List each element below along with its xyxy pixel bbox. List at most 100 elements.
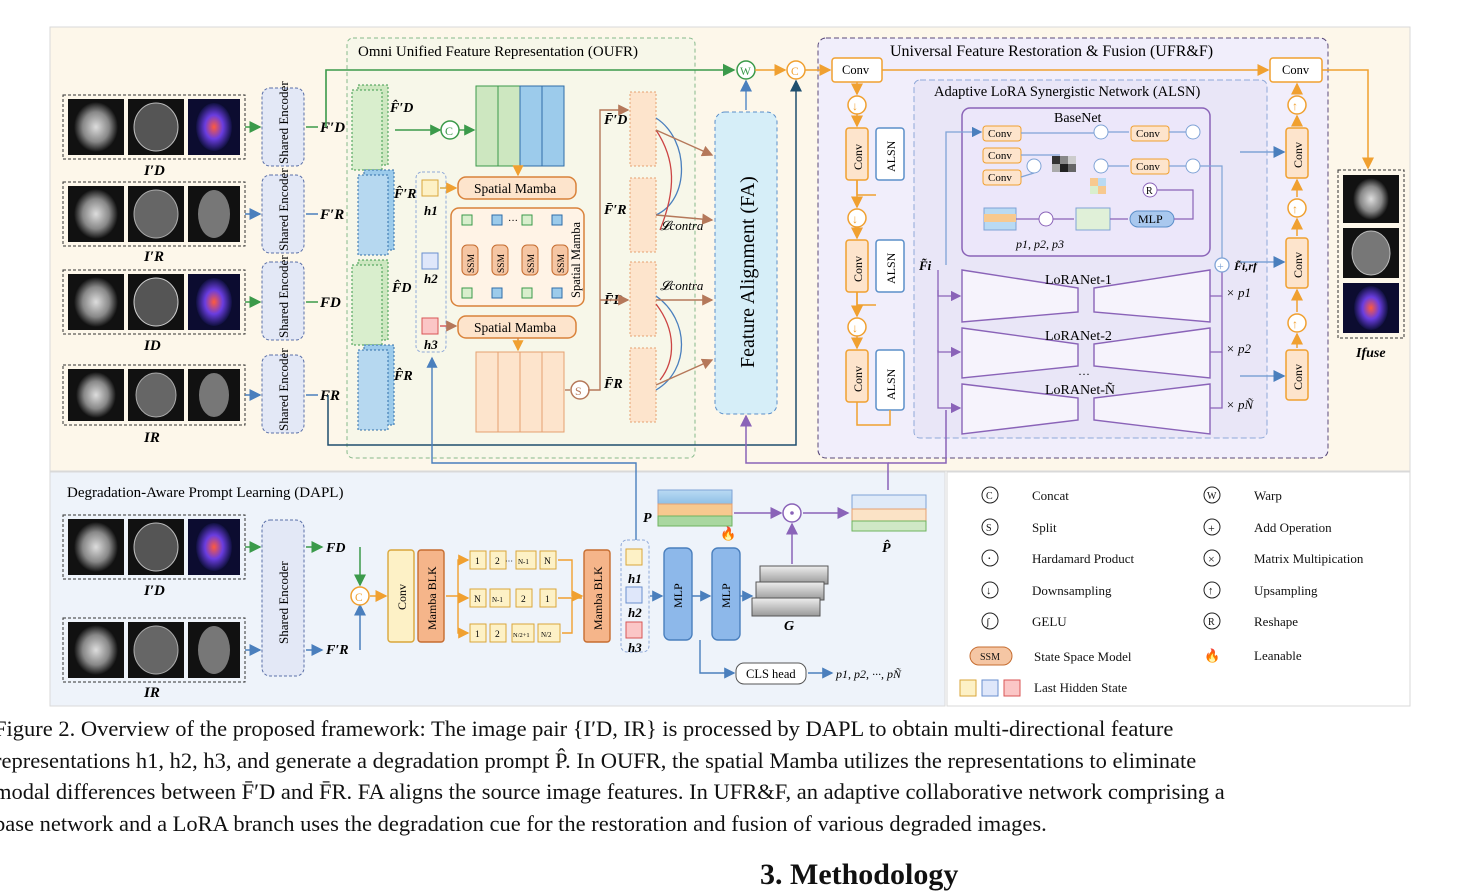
input-group-r bbox=[62, 364, 246, 426]
conv-left-3: Conv bbox=[851, 366, 865, 392]
legend-down: Downsampling bbox=[1032, 583, 1112, 598]
concat-top-label: C bbox=[791, 66, 799, 78]
up-icon bbox=[1203, 581, 1221, 599]
ssm-dots: ··· bbox=[508, 216, 518, 227]
dapl-arrows bbox=[245, 541, 388, 656]
loranets bbox=[961, 269, 1211, 435]
dapl-h3-box bbox=[625, 621, 643, 639]
feat-F-r: FR bbox=[319, 388, 340, 404]
fr-to-concat bbox=[327, 79, 802, 446]
h1-label: h1 bbox=[424, 203, 438, 218]
conv-right-top: Conv bbox=[1282, 63, 1310, 77]
legend-concat: Concat bbox=[1032, 488, 1069, 503]
concat-cubes bbox=[475, 85, 565, 167]
conv-left-top: Conv bbox=[842, 63, 870, 77]
legend-hidden-state: Last Hidden State bbox=[1034, 680, 1127, 695]
legend-hadamard: Hardamard Product bbox=[1032, 551, 1135, 566]
basenet-title: BaseNet bbox=[1054, 111, 1102, 126]
dapl-hidden-column bbox=[620, 539, 650, 653]
fi-label: F̃i bbox=[918, 258, 932, 273]
seq-token: 1 bbox=[475, 630, 480, 640]
reshape-icon-glyph: R bbox=[1208, 617, 1215, 628]
dapl-input-dprime: I′D bbox=[143, 583, 165, 599]
ssm-label: SSM bbox=[557, 253, 567, 273]
seq-token: N-1 bbox=[518, 558, 529, 566]
feat-Fhat-rprime: F̂′R bbox=[393, 185, 417, 202]
concat-icon bbox=[981, 486, 999, 504]
seq-token: 2 bbox=[521, 595, 526, 605]
hidden-state-column bbox=[415, 171, 447, 353]
warp-icon bbox=[1203, 486, 1221, 504]
hadamard-icon bbox=[981, 549, 999, 567]
loranet-n-label: LoRANet-Ñ bbox=[1045, 382, 1115, 398]
section-heading: 3. Methodology bbox=[760, 858, 959, 891]
conv-right-1: Conv bbox=[1291, 142, 1305, 168]
add-symbol-glyph: + bbox=[1217, 259, 1224, 273]
input-group-rprime bbox=[62, 181, 246, 247]
contra-loss-top: 𝓛contra bbox=[660, 218, 704, 233]
ssm-block bbox=[450, 207, 585, 307]
lora-weight-n: × pÑ bbox=[1226, 397, 1255, 412]
ssm-label: SSM bbox=[527, 253, 537, 273]
legend-gelu: GELU bbox=[1032, 614, 1067, 629]
feat-Fhat-dprime: F̂′D bbox=[389, 99, 413, 116]
add-icon bbox=[1203, 518, 1221, 536]
h3-box bbox=[421, 317, 439, 335]
dapl-h2-box bbox=[625, 586, 643, 604]
dapl-mlp-1 bbox=[663, 547, 693, 641]
dapl-h3-label: h3 bbox=[628, 640, 642, 655]
seq-token: N-1 bbox=[492, 596, 503, 604]
basenet-arrows bbox=[1016, 131, 1223, 258]
spatial-mamba-top-label: Spatial Mamba bbox=[474, 181, 556, 196]
legend-warp: Warp bbox=[1254, 488, 1282, 503]
feature-cubes-oufr-in bbox=[351, 84, 395, 431]
sequence-dots: ··· bbox=[505, 557, 513, 566]
basenet-conv-2: Conv bbox=[988, 150, 1012, 162]
hidden-state-icon bbox=[1003, 679, 1021, 697]
seq-token: 1 bbox=[545, 595, 550, 605]
legend-up: Upsampling bbox=[1254, 583, 1318, 598]
gelu-icon bbox=[981, 612, 999, 630]
alsn-arrows bbox=[937, 126, 1223, 414]
input-group-d bbox=[62, 269, 246, 335]
dapl-inputs bbox=[62, 514, 246, 683]
legend-panel bbox=[946, 471, 1411, 707]
concat-icon-glyph: C bbox=[986, 491, 993, 502]
sequence-arrows bbox=[446, 554, 584, 639]
cls-head-label: CLS head bbox=[746, 667, 796, 681]
feat-Fhat-r: F̂R bbox=[393, 367, 413, 384]
contra-curves bbox=[655, 117, 683, 391]
feat-Fhat-d: F̂D bbox=[391, 279, 411, 296]
dapl-encoder-label: Shared Encoder bbox=[276, 561, 291, 644]
legend-add: Add Operation bbox=[1254, 520, 1332, 535]
basenet-conv-4: Conv bbox=[1136, 128, 1160, 140]
dapl-feat-FD: FD bbox=[325, 541, 345, 556]
input-group-dprime bbox=[62, 94, 246, 160]
dapl-input-rprime: IR bbox=[143, 685, 160, 701]
loranet-1-label: LoRANet-1 bbox=[1045, 273, 1112, 288]
legend-split: Split bbox=[1032, 520, 1057, 535]
bar-feature-cubes bbox=[629, 91, 657, 423]
ssm-label: SSM bbox=[467, 253, 477, 273]
concat-symbol-label: C bbox=[445, 124, 453, 138]
ufrf-left-arrows bbox=[851, 82, 891, 426]
alsn-title: Adaptive LoRA Synergistic Network (ALSN) bbox=[934, 84, 1201, 100]
warp-icon-glyph: W bbox=[1207, 491, 1217, 502]
seq-token: 2 bbox=[495, 630, 500, 640]
oufr-output-cubes bbox=[475, 351, 565, 433]
hidden-state-icon bbox=[981, 679, 999, 697]
g-stack bbox=[751, 565, 829, 617]
dapl-h1-box bbox=[625, 548, 643, 566]
ufrf-title: Universal Feature Restoration & Fusion (… bbox=[890, 43, 1213, 60]
up-icon-glyph: ↑ bbox=[1208, 585, 1214, 597]
firf-label: F̃i,rf bbox=[1233, 259, 1258, 273]
hadamard-dot bbox=[790, 511, 794, 515]
basenet-conv-5: Conv bbox=[1136, 161, 1160, 173]
dapl-mlp-2 bbox=[711, 547, 741, 641]
lora-weight-2: × p2 bbox=[1226, 341, 1252, 356]
down-icon bbox=[981, 581, 999, 599]
dapl-mlp-2-label: MLP bbox=[719, 583, 733, 608]
encoders-top bbox=[261, 87, 305, 434]
dapl-concat-label: C bbox=[355, 592, 363, 604]
input-label-d: ID bbox=[143, 338, 161, 354]
